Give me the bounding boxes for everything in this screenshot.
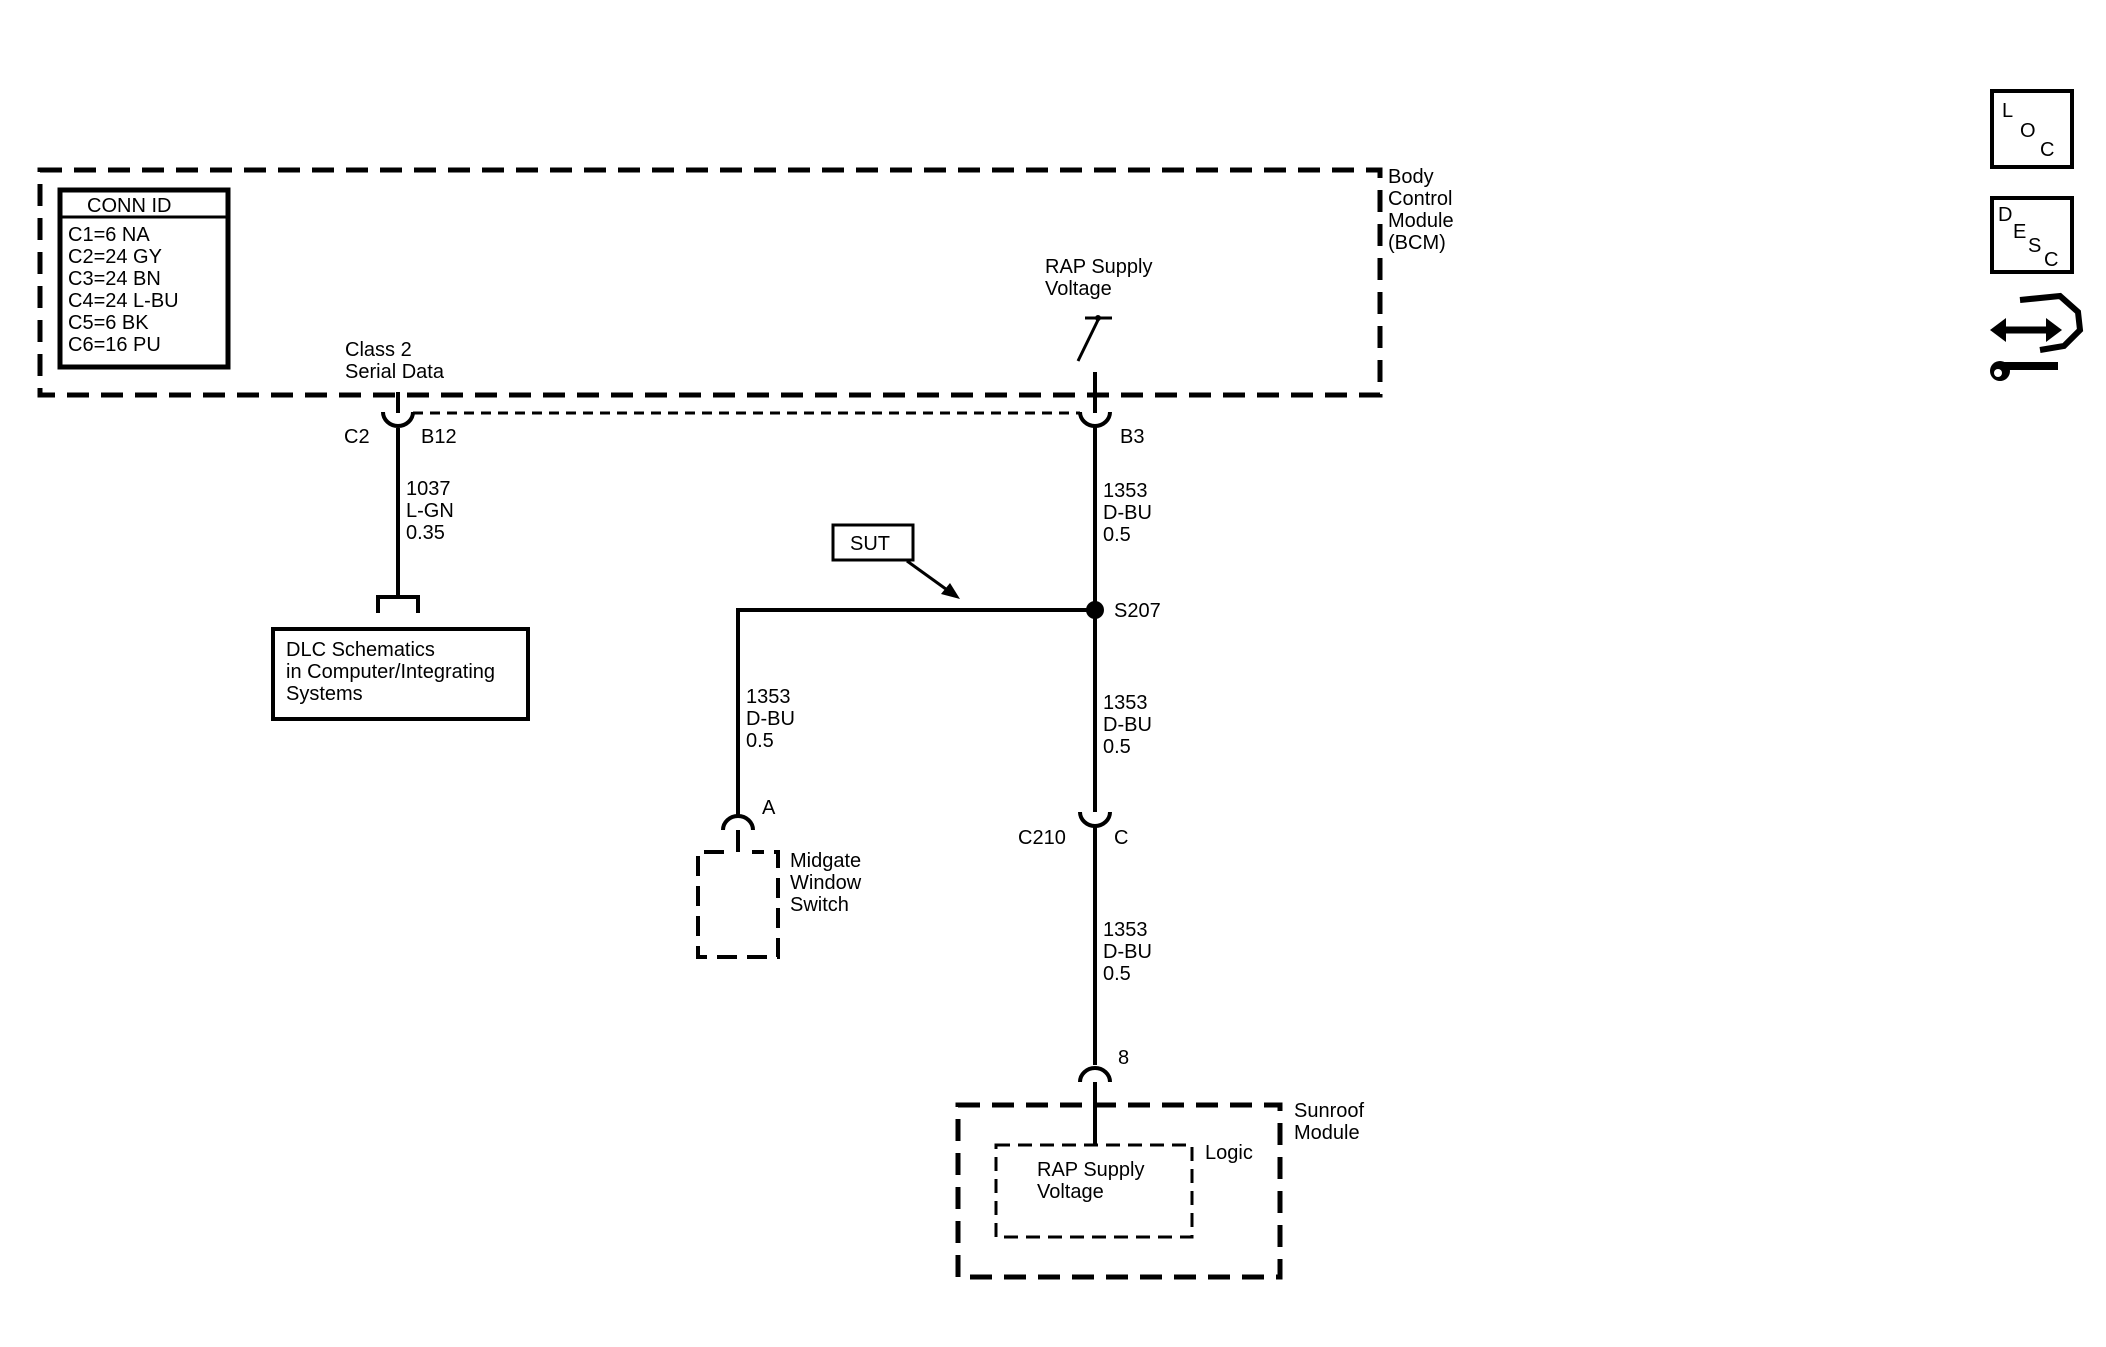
svg-text:C: C: [2044, 249, 2058, 271]
svg-text:S: S: [2028, 235, 2041, 257]
svg-text:O: O: [2020, 120, 2036, 142]
midgate-switch-enclosure: [696, 850, 780, 959]
conn-id-row: C6=16 PU: [68, 334, 161, 356]
wire-circuit: 1353: [1103, 919, 1148, 941]
class2-wire-color: L-GN: [406, 500, 454, 522]
dlc-box: [271, 627, 530, 721]
conn-id-row: C5=6 BK: [68, 312, 149, 334]
sut-label: SUT: [850, 533, 890, 555]
dlc-line3: Systems: [286, 683, 363, 705]
bcm-enclosure: [37, 167, 1383, 398]
class2-wire-size: 0.35: [406, 522, 445, 544]
conn-id-row: C4=24 L-BU: [68, 290, 179, 312]
class2-connector-symbol: [381, 411, 415, 428]
dlc-line1: DLC Schematics: [286, 639, 435, 661]
connector-wrench-icon[interactable]: [1990, 292, 2084, 381]
dlc-line2: in Computer/Integrating: [286, 661, 495, 683]
loc-icon[interactable]: L O C: [1990, 89, 2074, 169]
sut-arrow-line: [906, 559, 951, 594]
conn-id-row: C3=24 BN: [68, 268, 161, 290]
rap-switch-symbol: [1076, 315, 1112, 362]
rap-label-line2: Voltage: [1045, 278, 1112, 300]
conn-id-header: CONN ID: [87, 195, 171, 217]
class2-connector-id: C2: [344, 426, 370, 448]
svg-text:C: C: [2040, 139, 2054, 161]
midgate-line3: Switch: [790, 894, 849, 916]
sunroof-inner-line2: Voltage: [1037, 1181, 1104, 1203]
bcm-label-line2: Control: [1388, 188, 1452, 210]
c210-connector-symbol: [1078, 811, 1112, 828]
bcm-label-line3: Module: [1388, 210, 1454, 232]
splice-id: S207: [1114, 600, 1161, 622]
class2-pin: B12: [421, 426, 457, 448]
midgate-connector-symbol: [721, 814, 755, 831]
wire-size: 0.5: [1103, 524, 1131, 546]
bcm-label-line4: (BCM): [1388, 232, 1446, 254]
sut-box: [831, 523, 915, 562]
bcm-label: Body Control Module (BCM): [1388, 166, 1454, 254]
desc-icon[interactable]: D E S C: [1990, 196, 2074, 274]
sunroof-connector-symbol: [1078, 1066, 1112, 1083]
wire-color: D-BU: [746, 708, 795, 730]
svg-text:D: D: [1998, 204, 2012, 226]
wire-color: D-BU: [1103, 941, 1152, 963]
b3-connector-symbol: [1078, 411, 1112, 428]
midgate-pin: A: [762, 797, 776, 819]
class2-wire-circuit: 1037: [406, 478, 451, 500]
conn-id-table: CONN ID C1=6 NA C2=24 GY C3=24 BN C4=24 …: [57, 187, 231, 370]
wire-circuit: 1353: [1103, 480, 1148, 502]
sunroof-pin: 8: [1118, 1047, 1129, 1069]
c210-pin: C: [1114, 827, 1128, 849]
svg-text:L: L: [2002, 100, 2013, 122]
sut-arrowhead: [941, 583, 960, 599]
wire-size: 0.5: [1103, 963, 1131, 985]
sunroof-module-enclosure: [955, 1102, 1283, 1280]
sunroof-label-line1: Sunroof: [1294, 1100, 1364, 1122]
wire-color: D-BU: [1103, 714, 1152, 736]
svg-text:E: E: [2013, 221, 2026, 243]
wire-size: 0.5: [1103, 736, 1131, 758]
sunroof-inner-line1: RAP Supply: [1037, 1159, 1144, 1181]
sunroof-label-line2: Module: [1294, 1122, 1360, 1144]
wire-circuit: 1353: [1103, 692, 1148, 714]
midgate-line2: Window: [790, 872, 862, 894]
wire-circuit: 1353: [746, 686, 791, 708]
sunroof-logic-label: Logic: [1205, 1142, 1253, 1164]
rap-label-line1: RAP Supply: [1045, 256, 1152, 278]
conn-id-row: C2=24 GY: [68, 246, 162, 268]
class2-label-line1: Class 2: [345, 339, 412, 361]
rap-pin: B3: [1120, 426, 1144, 448]
midgate-line1: Midgate: [790, 850, 861, 872]
bcm-label-line1: Body: [1388, 166, 1434, 188]
c210-connector-id: C210: [1018, 827, 1066, 849]
dlc-terminal-symbol: [376, 595, 420, 613]
wire-size: 0.5: [746, 730, 774, 752]
conn-id-row: C1=6 NA: [68, 224, 150, 246]
sunroof-logic-enclosure: [994, 1143, 1194, 1239]
class2-label-line2: Serial Data: [345, 361, 445, 383]
wire-color: D-BU: [1103, 502, 1152, 524]
